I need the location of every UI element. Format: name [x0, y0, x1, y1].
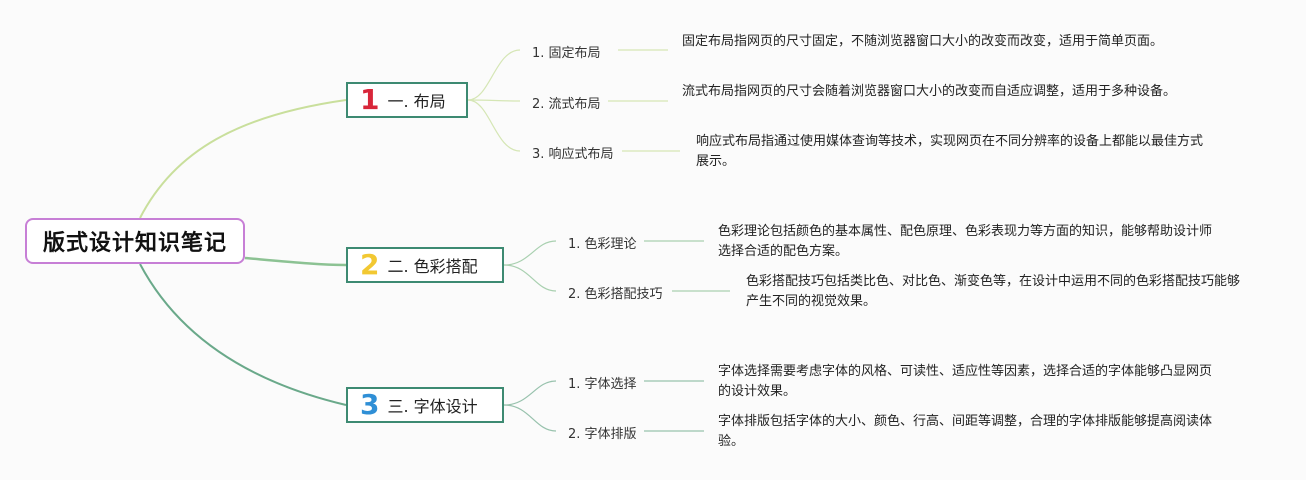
branch-number-2: 2: [360, 248, 380, 281]
desc-fluid-layout: 流式布局指网页的尺寸会随着浏览器窗口大小的改变而自适应调整，适用于多种设备。: [682, 84, 1177, 99]
desc-responsive-layout: 响应式布局指通过使用媒体查询等技术，实现网页在不同分辨率的设备上都能以最佳方式展…: [696, 134, 1204, 169]
root-node[interactable]: 版式设计知识笔记: [25, 218, 245, 264]
subtopic-color-matching[interactable]: 2. 色彩搭配技巧: [568, 287, 663, 302]
connector-b1-s1: [467, 49, 521, 101]
desc-color-theory: 色彩理论包括颜色的基本属性、配色原理、色彩表现力等方面的知识，能够帮助设计师选择…: [718, 224, 1213, 259]
subtopic-font-layout[interactable]: 2. 字体排版: [568, 427, 637, 442]
subtopic-responsive-layout[interactable]: 3. 响应式布局: [532, 147, 614, 162]
branch-title-1: 一. 布局: [387, 92, 446, 111]
desc-color-matching: 色彩搭配技巧包括类比色、对比色、渐变色等，在设计中运用不同的色彩搭配技巧能够产生…: [746, 274, 1241, 309]
connector-b2-s2: [503, 264, 557, 292]
branch-number-1: 1: [360, 83, 380, 116]
branch-number-3: 3: [360, 388, 380, 421]
connector-root-branch-1: [139, 99, 347, 219]
connector-b3-s1: [503, 380, 557, 406]
branch-node-typography[interactable]: 3 三. 字体设计: [346, 387, 504, 423]
connector-b1-s2: [467, 99, 521, 102]
branch-title-2: 二. 色彩搭配: [387, 257, 478, 276]
subtopic-color-theory[interactable]: 1. 色彩理论: [568, 237, 637, 252]
branch-node-color[interactable]: 2 二. 色彩搭配: [346, 247, 504, 283]
connector-root-branch-3: [139, 263, 347, 406]
subtopic-font-selection[interactable]: 1. 字体选择: [568, 377, 637, 392]
desc-font-selection: 字体选择需要考虑字体的风格、可读性、适应性等因素，选择合适的字体能够凸显网页的设…: [718, 364, 1213, 399]
subtopic-fluid-layout[interactable]: 2. 流式布局: [532, 97, 601, 112]
connector-root-branch-2: [244, 256, 347, 267]
desc-fixed-layout: 固定布局指网页的尺寸固定，不随浏览器窗口大小的改变而改变，适用于简单页面。: [682, 34, 1164, 49]
connector-b1-s3: [467, 99, 521, 152]
branch-title-3: 三. 字体设计: [387, 397, 478, 416]
desc-font-layout: 字体排版包括字体的大小、颜色、行高、间距等调整，合理的字体排版能够提高阅读体验。: [718, 414, 1213, 449]
subtopic-fixed-layout[interactable]: 1. 固定布局: [532, 46, 601, 61]
connector-b3-s2: [503, 404, 557, 432]
branch-node-layout[interactable]: 1 一. 布局: [346, 82, 468, 118]
connector-b2-s1: [503, 240, 557, 266]
root-title: 版式设计知识笔记: [42, 231, 227, 256]
